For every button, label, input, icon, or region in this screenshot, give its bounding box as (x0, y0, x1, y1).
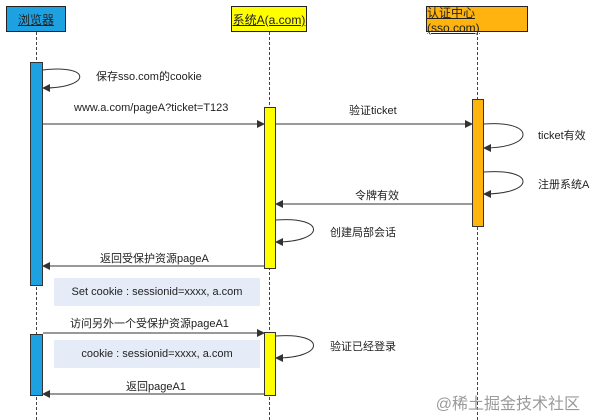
label-return-page-a1: 返回pageA1 (126, 381, 186, 393)
actor-sso: 认证中心(sso.com) (426, 6, 528, 35)
label-save-cookie: 保存sso.com的cookie (96, 71, 202, 83)
label-create-session: 创建局部会话 (330, 227, 396, 239)
arrow-self-verified (275, 335, 314, 362)
label-ticket-valid: ticket有效 (538, 130, 586, 142)
label-verified-logged-in: 验证已经登录 (330, 341, 396, 353)
note-cookie: cookie : sessionid=xxxx, a.com (54, 340, 260, 368)
label-request-page-a: www.a.com/pageA?ticket=T123 (74, 102, 229, 114)
note-set-cookie: Set cookie : sessionid=xxxx, a.com (54, 278, 260, 306)
arrow-self-ticket-valid (483, 123, 524, 152)
activation-bar-browser-2 (30, 334, 43, 396)
arrow-self-create-session (275, 219, 314, 246)
arrow-self-register (483, 171, 524, 198)
label-visit-page-a1: 访问另外一个受保护资源pageA1 (70, 318, 229, 330)
label-verify-ticket: 验证ticket (349, 105, 397, 117)
label-return-page-a: 返回受保护资源pageA (100, 253, 209, 265)
label-register-site-a: 注册系统A (538, 179, 590, 191)
activation-bar-site-a-2 (264, 332, 276, 396)
label-token-valid: 令牌有效 (355, 190, 399, 202)
activation-bar-sso (472, 99, 484, 227)
activation-bar-browser-1 (30, 62, 43, 286)
activation-bar-site-a-1 (264, 107, 276, 269)
watermark: @稀土掘金技术社区 (435, 396, 580, 413)
actor-site-a: 系统A(a.com) (231, 6, 307, 32)
actor-browser: 浏览器 (6, 6, 66, 32)
arrow-self-save-cookie (42, 68, 81, 92)
